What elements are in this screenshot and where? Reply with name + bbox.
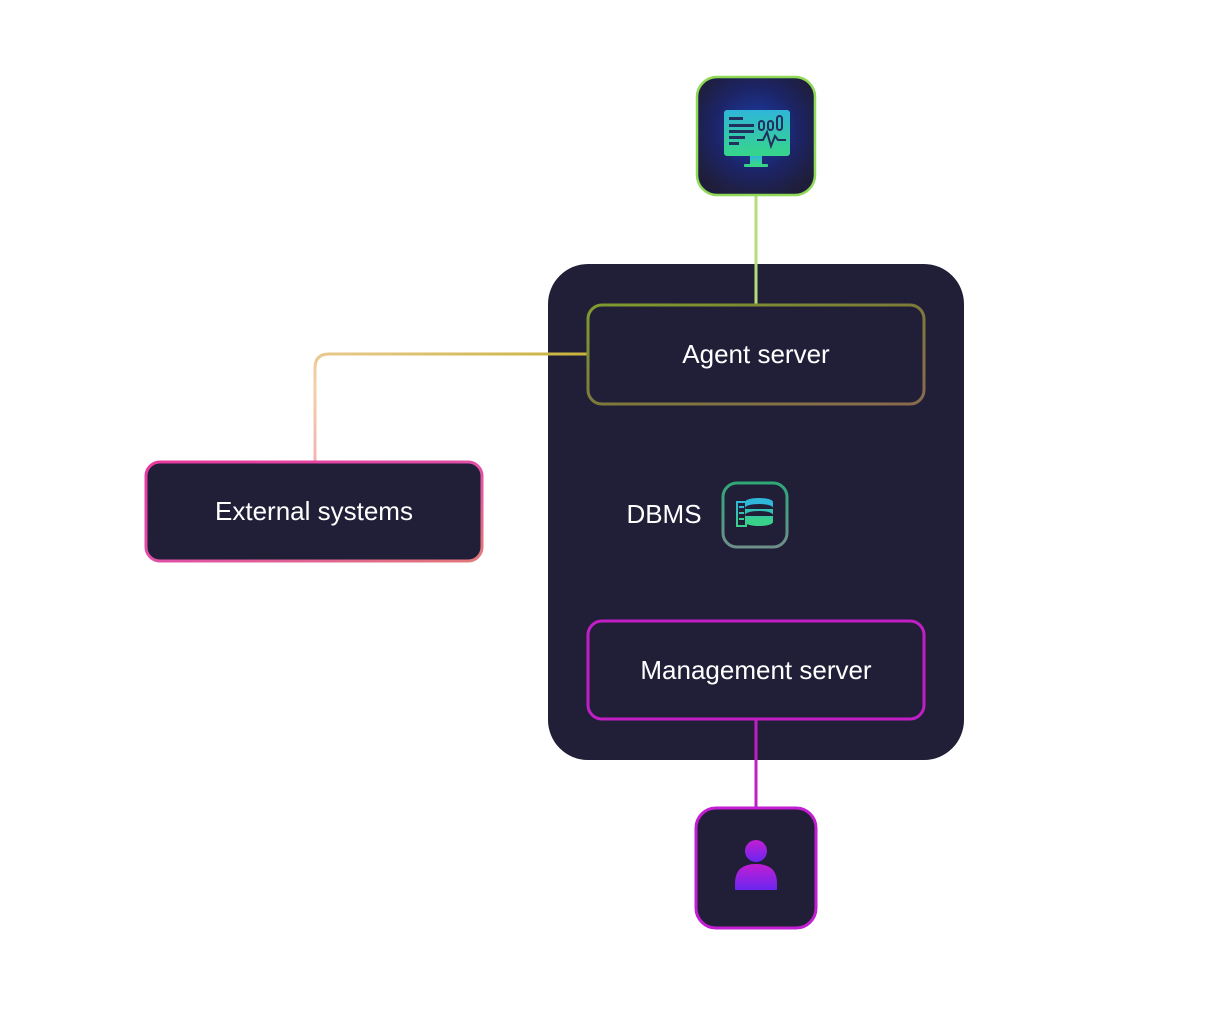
dbms-label: DBMS	[626, 499, 702, 529]
agent-server-label: Agent server	[682, 339, 830, 369]
database-icon	[736, 498, 773, 527]
user-icon	[735, 840, 777, 890]
external-systems-box	[144, 460, 484, 563]
monitoring-station-node	[695, 75, 817, 197]
management-server-label: Management server	[640, 655, 872, 685]
dbms-node	[721, 481, 789, 549]
monitor-dashboard-icon	[724, 110, 790, 167]
connector-external-agent	[313, 352, 588, 462]
user-node	[694, 806, 818, 930]
external-systems-label: External systems	[215, 496, 413, 526]
agent-server-box	[586, 303, 926, 406]
management-server-box	[586, 619, 926, 721]
